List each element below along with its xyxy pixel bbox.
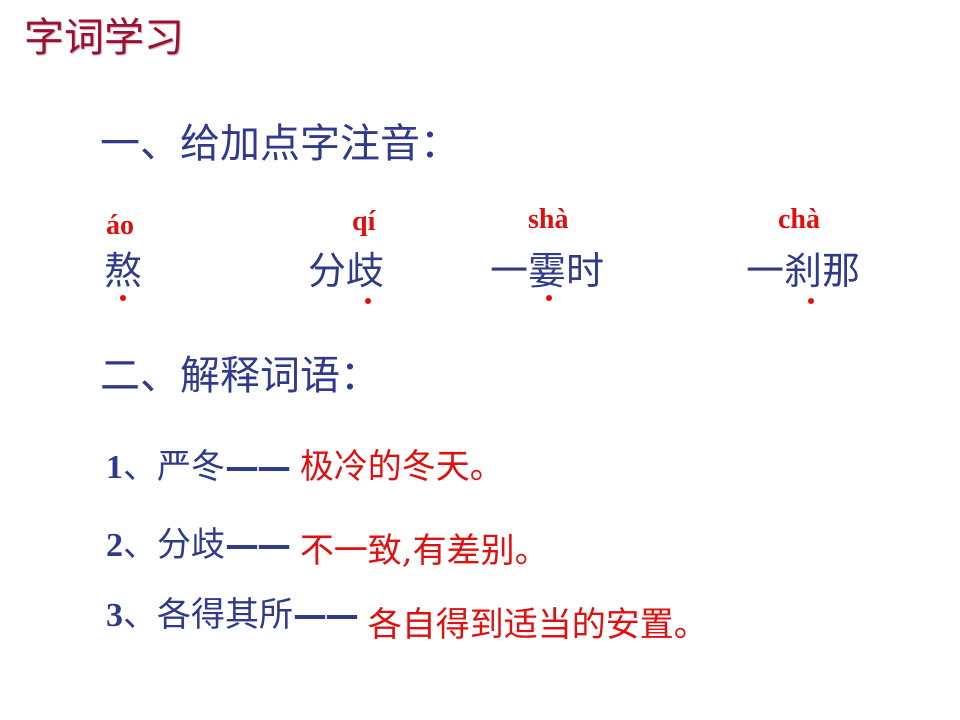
definition-dash: —— [225, 447, 291, 487]
definition-dash: —— [225, 525, 291, 565]
definition-number: 3 [106, 597, 123, 634]
pinyin-label: áo [106, 210, 134, 241]
annotated-word: 一刹那 [746, 249, 861, 293]
pinyin-label: shà [528, 204, 569, 235]
annotated-word: 一霎时 [490, 249, 605, 293]
emphasis-dot [808, 298, 814, 304]
definition-term: 3、各得其所 [106, 595, 293, 635]
section-heading-pronunciation: 一、给加点字注音： [100, 121, 460, 167]
definition-dash: —— [293, 595, 359, 635]
pinyin-label: chà [778, 204, 820, 235]
definition-term: 1、严冬 [106, 447, 225, 487]
definition-separator: 、 [123, 525, 157, 565]
definition-word: 各得其所 [157, 595, 293, 635]
definition-separator: 、 [123, 447, 157, 487]
definition-meaning: 不一致,有差别。 [299, 531, 549, 571]
pinyin-label: qí [352, 206, 376, 237]
definition-number: 2 [106, 527, 123, 564]
definition-term: 2、分歧 [106, 525, 225, 565]
definition-row: 3、各得其所—— 各自得到适当的安置。 [106, 595, 708, 642]
definition-row: 1、严冬—— 极冷的冬天。 [106, 450, 504, 485]
section-heading-definitions: 二、解释词语： [100, 353, 380, 399]
definition-separator: 、 [123, 595, 157, 635]
emphasis-dot [365, 298, 371, 304]
slide-title: 字词学习 [24, 15, 184, 61]
emphasis-dot [546, 295, 552, 301]
definition-row: 2、分歧—— 不一致,有差别。 [106, 525, 549, 568]
definition-meaning: 各自得到适当的安置。 [367, 605, 708, 645]
definition-meaning: 极冷的冬天。 [299, 447, 504, 487]
definition-word: 严冬 [157, 447, 225, 487]
emphasis-dot [120, 295, 126, 301]
annotated-word: 熬 [104, 249, 143, 293]
definition-number: 1 [106, 449, 123, 486]
annotated-word: 分歧 [308, 249, 385, 293]
definition-word: 分歧 [157, 525, 225, 565]
